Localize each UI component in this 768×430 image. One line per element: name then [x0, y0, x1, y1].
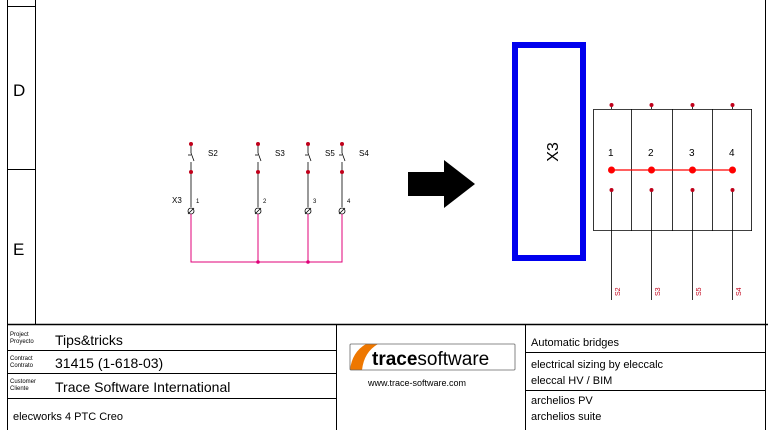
switch-label: S5 — [325, 149, 335, 158]
terminal-dot — [730, 103, 735, 107]
customer-caption: Cliente — [10, 386, 29, 392]
terminal-number: 2 — [648, 148, 654, 159]
terminal-dot — [189, 142, 193, 146]
customer-value: Trace Software International — [55, 379, 230, 395]
switch-s3: S3 — [255, 142, 285, 174]
contract-caption: Contract — [10, 356, 33, 362]
terminal-dot — [306, 142, 310, 146]
switch-s2: S2 — [188, 142, 218, 174]
arrow-right-icon — [408, 160, 475, 208]
switch-schematic: S2 S3 S5 S4 — [172, 142, 369, 264]
description-line: electrical sizing by eleccalc — [531, 359, 664, 371]
terminal-number: 3 — [689, 148, 695, 159]
contract-caption: Contrato — [10, 363, 34, 369]
terminal-dot — [649, 103, 654, 107]
row-label-d: D — [13, 81, 25, 100]
terminal-number: 4 — [729, 148, 735, 159]
automatic-bridge — [608, 166, 736, 192]
wire-label: S3 — [655, 287, 662, 296]
project-value: Tips&tricks — [55, 332, 123, 348]
wire-label: S4 — [736, 287, 743, 296]
bridged-terminal-block: X3 1 2 3 — [512, 42, 752, 300]
description-line: eleccal HV / BIM — [531, 375, 612, 387]
terminal-number: 3 — [313, 199, 317, 205]
project-caption: Project — [10, 332, 29, 338]
terminal-block-label: X3 — [545, 142, 562, 162]
description-line: Automatic bridges — [531, 337, 620, 349]
website-link[interactable]: www.trace-software.com — [367, 378, 466, 388]
title-block — [7, 325, 765, 430]
terminal-dot — [340, 170, 344, 174]
terminal-dot — [690, 103, 695, 107]
svg-text:tracesoftware: tracesoftware — [372, 349, 489, 370]
terminal-number: 4 — [347, 199, 351, 205]
terminal-dot — [189, 170, 193, 174]
terminal-dot — [609, 103, 614, 107]
switch-label: S4 — [359, 149, 369, 158]
terminal-block-box — [512, 42, 586, 261]
description-line: archelios PV — [531, 395, 593, 407]
terminal-number: 1 — [196, 199, 200, 205]
project-caption: Proyecto — [10, 339, 34, 345]
switch-label: S2 — [208, 149, 218, 158]
wire-label: S5 — [696, 287, 703, 296]
terminal-4: 4 — [338, 174, 351, 215]
row-label-e: E — [13, 240, 24, 259]
description-line: archelios suite — [531, 411, 601, 423]
terminal-block-label: X3 — [172, 196, 182, 205]
terminal-dot — [306, 170, 310, 174]
terminal-dot — [256, 142, 260, 146]
customer-caption: Customer — [10, 379, 36, 385]
switch-label: S3 — [275, 149, 285, 158]
contract-value: 31415 (1-618-03) — [55, 355, 163, 371]
terminal-dot — [256, 170, 260, 174]
terminal-number: 2 — [263, 199, 267, 205]
terminal-dot — [340, 142, 344, 146]
trace-software-logo: tracesoftware — [349, 343, 516, 371]
software-name: elecworks 4 PTC Creo — [13, 411, 123, 423]
switch-s4: S4 — [339, 142, 369, 174]
terminal-number: 1 — [608, 148, 614, 159]
switch-s5: S5 — [305, 142, 335, 174]
bridge-wires — [190, 214, 343, 264]
wire-label: S2 — [615, 287, 622, 296]
